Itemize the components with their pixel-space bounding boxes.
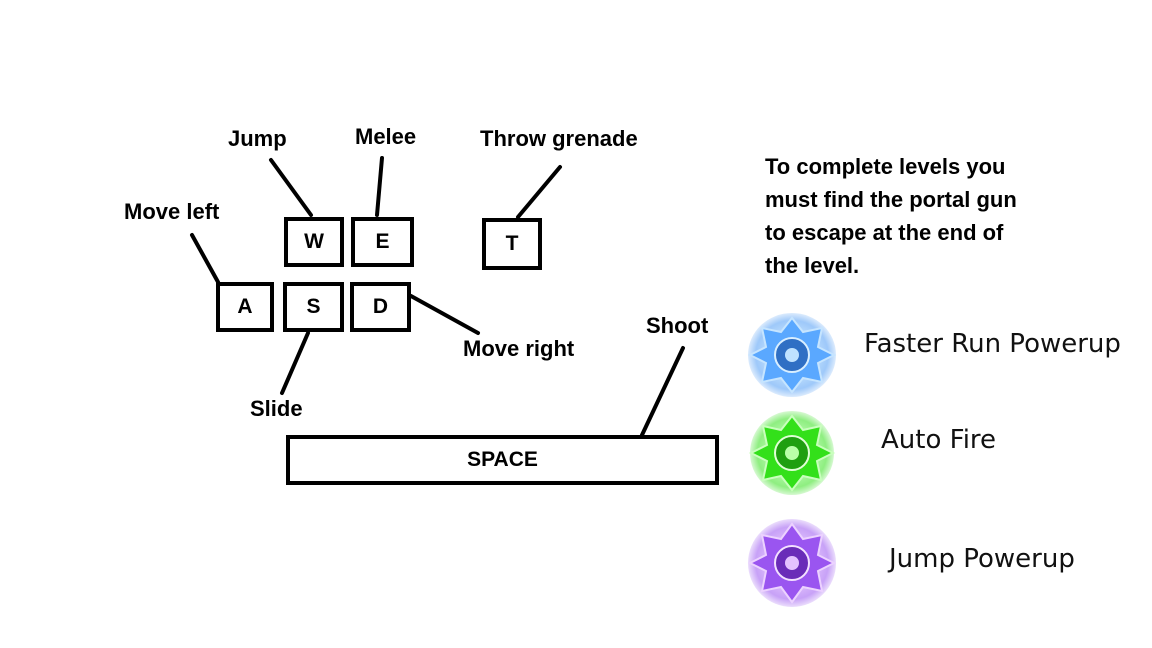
throw-grenade-connector: [516, 165, 562, 219]
key-e-label: E: [375, 230, 390, 253]
info-line: To complete levels you: [765, 154, 1006, 179]
purple-gear-powerup-icon: [747, 519, 837, 607]
move-left-connector: [190, 233, 220, 284]
label-move-left: Move left: [124, 199, 220, 224]
jump-connector: [269, 158, 313, 217]
blue-gear-powerup-icon: [747, 313, 837, 397]
info-line: must find the portal gun: [765, 187, 1017, 212]
powerup-label-auto-fire: Auto Fire: [881, 425, 997, 455]
key-s-label: S: [306, 295, 321, 318]
label-move-right: Move right: [463, 336, 575, 361]
label-melee: Melee: [355, 124, 417, 149]
label-jump: Jump: [228, 126, 287, 151]
green-gear-powerup-icon: [748, 411, 836, 495]
shoot-connector: [640, 346, 685, 437]
label-slide: Slide: [250, 396, 303, 421]
key-d: D: [350, 282, 411, 332]
key-space: SPACE: [286, 435, 719, 485]
key-t: T: [482, 218, 542, 270]
powerup-label-jump: Jump Powerup: [889, 544, 1075, 574]
key-s: S: [283, 282, 344, 332]
info-line: the level.: [765, 253, 860, 278]
label-throw-grenade: Throw grenade: [480, 126, 638, 151]
melee-connector: [375, 156, 384, 217]
key-w: W: [284, 217, 344, 267]
powerup-label-faster-run: Faster Run Powerup: [864, 329, 1121, 359]
slide-connector: [280, 331, 310, 395]
move-right-connector: [409, 294, 480, 335]
key-t-label: T: [505, 232, 519, 255]
key-space-label: SPACE: [467, 448, 538, 471]
key-e: E: [351, 217, 414, 267]
key-d-label: D: [372, 295, 389, 318]
key-w-label: W: [304, 230, 324, 253]
label-shoot: Shoot: [646, 313, 709, 338]
key-a: A: [216, 282, 274, 332]
info-line: to escape at the end of: [765, 220, 1004, 245]
level-info-text: To complete levels you must find the por…: [765, 150, 1065, 282]
key-a-label: A: [237, 295, 253, 318]
